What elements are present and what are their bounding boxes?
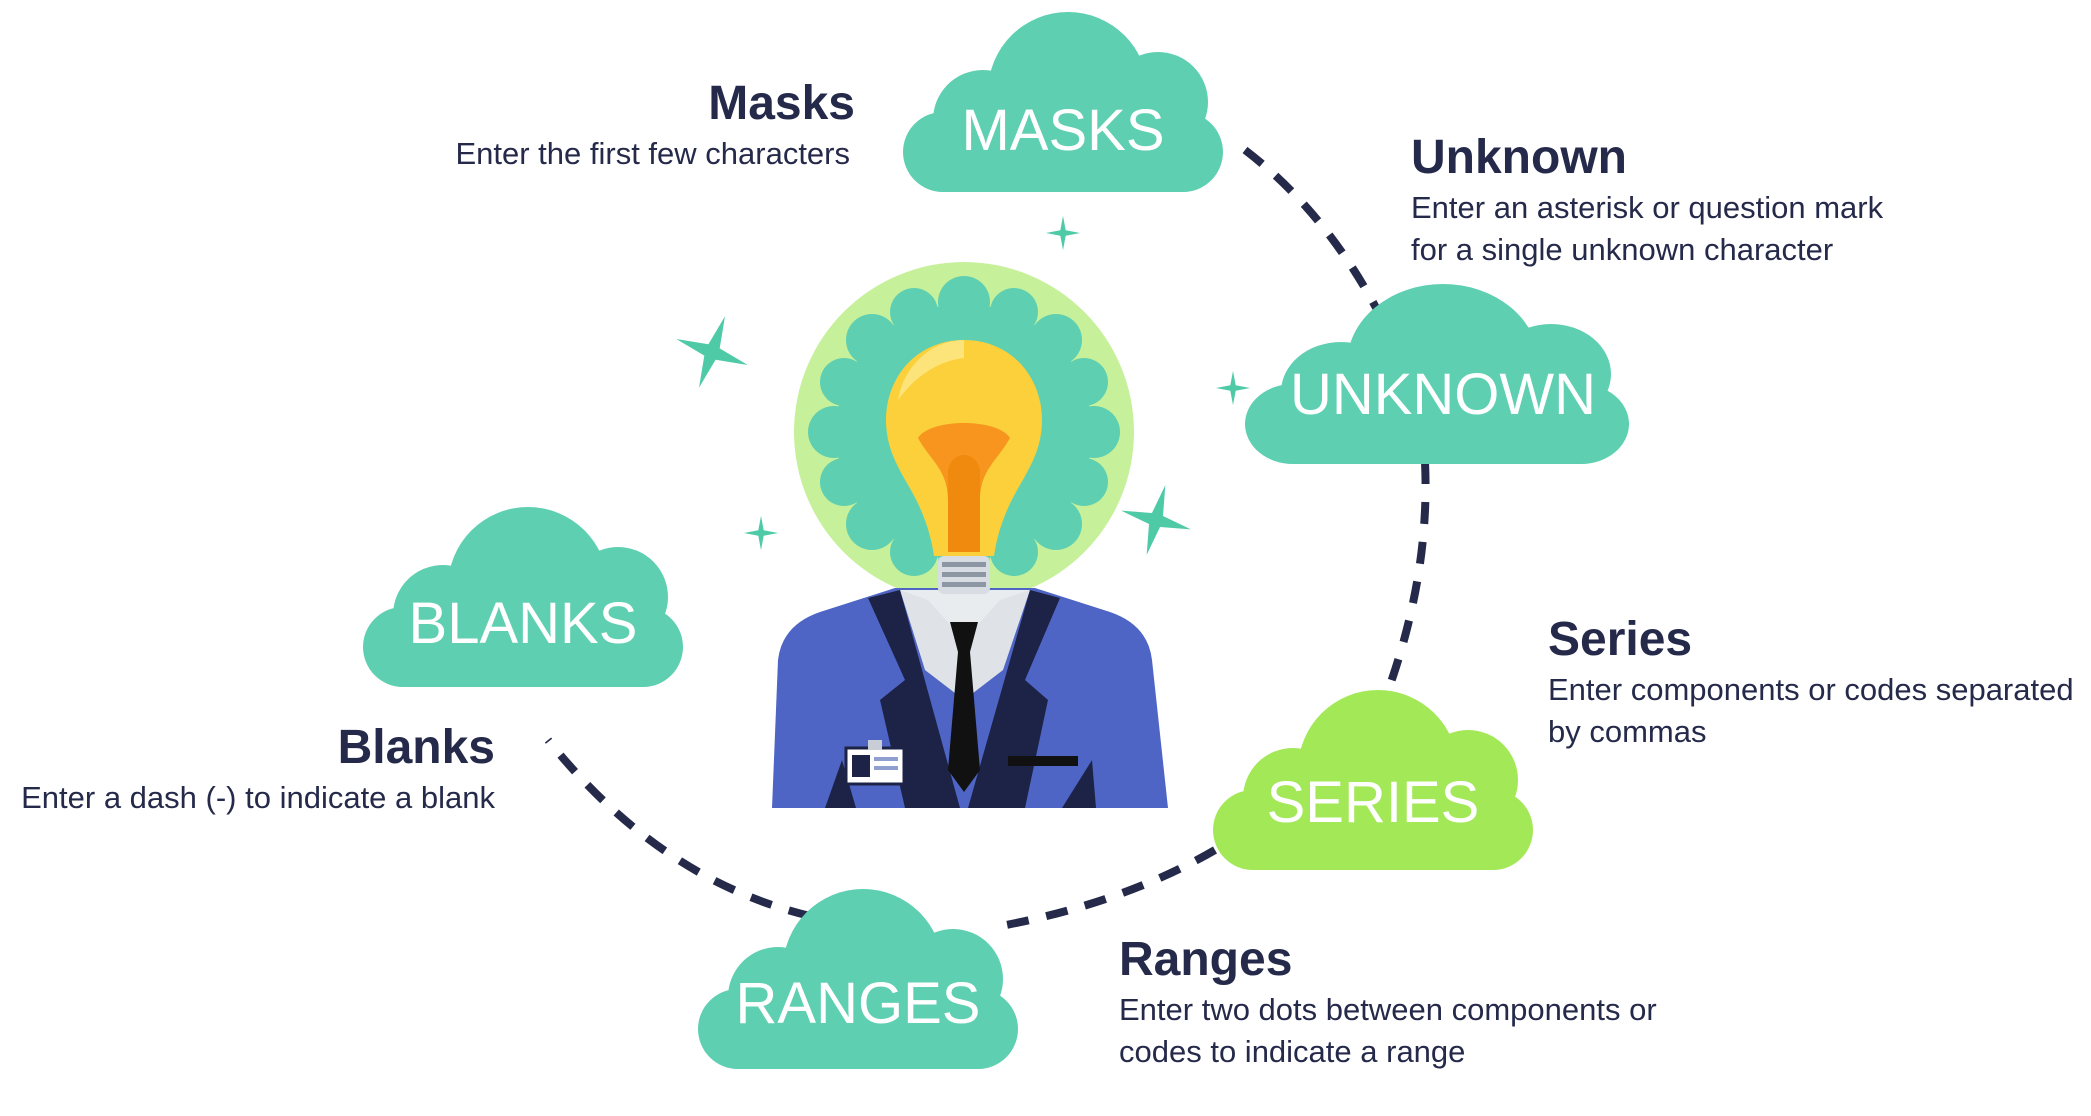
label-title-masks: Masks	[708, 77, 855, 130]
label-desc-ranges: Enter two dots between components or cod…	[1119, 989, 1657, 1073]
label-desc-line: Enter a dash (-) to indicate a blank	[21, 780, 495, 815]
connectors	[544, 146, 1430, 932]
label-desc-line: codes to indicate a range	[1119, 1034, 1466, 1069]
sparkle-icon	[1045, 215, 1081, 251]
cloud-ranges: RANGES	[698, 889, 1018, 1069]
cloud-label-blanks: BLANKS	[409, 591, 638, 656]
sparkle-icon	[1215, 370, 1251, 406]
cloud-label-masks: MASKS	[961, 98, 1164, 163]
sparkle-icon	[663, 303, 761, 401]
lightbulb-head-businessman-icon	[772, 262, 1168, 808]
label-title-ranges: Ranges	[1119, 933, 1293, 986]
cloud-blanks: BLANKS	[363, 507, 683, 687]
label-desc-line: for a single unknown character	[1411, 232, 1834, 267]
cloud-label-series: SERIES	[1267, 770, 1480, 835]
label-title-unknown: Unknown	[1411, 131, 1627, 184]
connector-masks-unknown	[1242, 146, 1389, 327]
cloud-label-unknown: UNKNOWN	[1290, 362, 1596, 427]
cloud-masks: MASKS	[903, 12, 1223, 192]
id-badge-icon	[844, 740, 906, 786]
connector-series-ranges	[989, 846, 1218, 932]
cloud-label-ranges: RANGES	[736, 971, 981, 1036]
label-title-series: Series	[1548, 613, 1693, 666]
label-desc-masks: Enter the first few characters	[380, 133, 850, 175]
connector-unknown-series	[1386, 461, 1430, 687]
cloud-series: SERIES	[1213, 690, 1533, 870]
label-desc-line: Enter the first few characters	[455, 136, 850, 171]
sparkle-icon	[1111, 475, 1201, 565]
sparkle-icon	[743, 515, 779, 551]
label-desc-line: Enter two dots between components or	[1119, 992, 1657, 1027]
label-desc-series: Enter components or codes separated by c…	[1548, 669, 2074, 753]
label-desc-line: Enter an asterisk or question mark	[1411, 190, 1884, 225]
label-desc-line: Enter components or codes separated	[1548, 672, 2074, 707]
label-desc-line: by commas	[1548, 714, 1707, 749]
label-title-blanks: Blanks	[337, 721, 495, 774]
label-desc-blanks: Enter a dash (-) to indicate a blank	[10, 777, 495, 819]
label-desc-unknown: Enter an asterisk or question mark for a…	[1411, 187, 1883, 271]
connector-ranges-blanks	[544, 737, 811, 920]
